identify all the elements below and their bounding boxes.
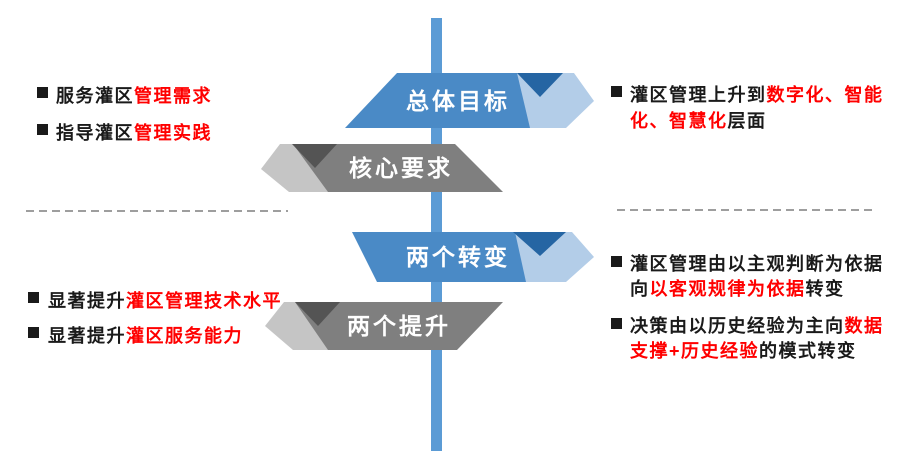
plain-text: 转变 — [805, 279, 845, 299]
highlight-text: 以客观规律为依据 — [649, 279, 806, 299]
bullet-right-bottom-1: 灌区管理由以主观判断为依据向以客观规律为依据转变 — [630, 252, 884, 302]
highlight-text: 数据 — [844, 316, 884, 336]
banner-two-improvements-fold — [295, 302, 340, 326]
bullet-square-icon — [611, 256, 622, 267]
plain-text: 层面 — [727, 111, 767, 131]
highlight-text: 管理需求 — [134, 86, 212, 106]
banner-overall-goal-body — [345, 73, 530, 128]
banner-two-transitions-fold — [513, 232, 566, 256]
plain-text: 决策由以历史经验为主向 — [630, 316, 845, 336]
highlight-text: 灌区服务能力 — [126, 326, 243, 346]
plain-text: 向 — [630, 279, 650, 299]
bullet-left-top-2: 指导灌区管理实践 — [56, 120, 212, 146]
plain-text: 显著提升 — [48, 326, 126, 346]
plain-text: 灌区管理上升到 — [630, 85, 767, 105]
highlight-text: 化、智慧化 — [630, 111, 728, 131]
banner-two-improvements-body — [295, 302, 503, 350]
bullet-right-bottom-2: 决策由以历史经验为主向数据支撑+历史经验的模式转变 — [630, 314, 884, 364]
bullet-square-icon — [37, 124, 48, 135]
banner-core-requirement-label: 核心要求 — [349, 155, 453, 181]
banner-core-requirement-body — [293, 144, 503, 192]
highlight-text: 数字化、智能 — [766, 85, 884, 105]
bullet-square-icon — [611, 86, 622, 97]
bullet-left-top-1: 服务灌区管理需求 — [56, 83, 212, 109]
plain-text: 灌区管理由以主观判断为依据 — [630, 254, 884, 274]
banner-overall-goal-label: 总体目标 — [406, 88, 510, 114]
bullet-square-icon — [28, 327, 39, 338]
banner-two-transitions-shape — [352, 232, 594, 282]
bullet-square-icon — [37, 87, 48, 98]
banner-core-requirement-fold — [292, 144, 337, 168]
banner-two-improvements-shape — [265, 302, 503, 350]
plain-text: 显著提升 — [48, 291, 126, 311]
banner-core-requirement-shape — [261, 144, 503, 192]
bullet-square-icon — [611, 318, 622, 329]
banner-two-transitions-tail — [500, 232, 594, 282]
banner-overall-goal-fold — [517, 73, 563, 97]
highlight-text: 支撑+历史经验 — [630, 341, 760, 361]
plain-text: 指导灌区 — [56, 123, 134, 143]
bullet-right-top-1: 灌区管理上升到数字化、智能化、智慧化层面 — [630, 82, 884, 134]
highlight-text: 灌区管理技术水平 — [126, 291, 282, 311]
highlight-text: 管理实践 — [134, 123, 212, 143]
banner-overall-goal-shape — [345, 73, 594, 128]
banner-two-improvements-label: 两个提升 — [347, 313, 451, 339]
bullet-left-bottom-2: 显著提升灌区服务能力 — [48, 323, 243, 349]
banner-two-transitions-label: 两个转变 — [406, 244, 510, 270]
plain-text: 服务灌区 — [56, 86, 134, 106]
bullet-left-bottom-1: 显著提升灌区管理技术水平 — [48, 288, 282, 314]
banner-two-transitions-body — [352, 232, 526, 282]
plain-text: 的模式转变 — [759, 341, 857, 361]
bullet-square-icon — [28, 292, 39, 303]
